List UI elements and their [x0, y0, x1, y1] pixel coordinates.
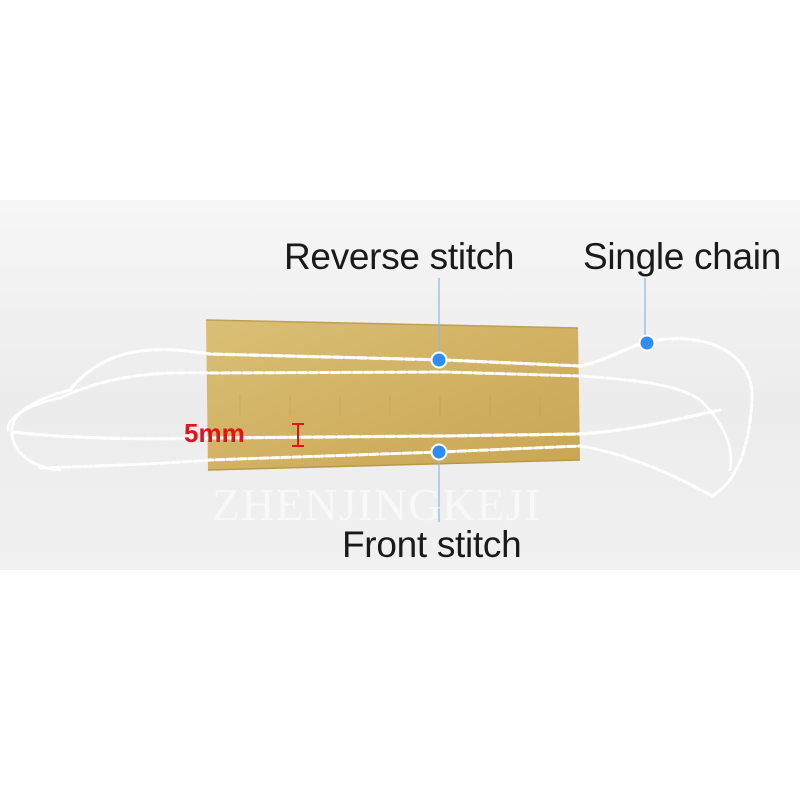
front-stitch-label: Front stitch: [342, 524, 522, 565]
reverse-stitch-label: Reverse stitch: [284, 236, 515, 277]
callout-dot-single-chain: [638, 334, 656, 352]
callout-dot-front-stitch: [430, 443, 448, 461]
stitch-marks: [239, 395, 541, 417]
single-chain-label: Single chain: [583, 236, 781, 277]
callout-dot-reverse-stitch: [430, 351, 448, 369]
thread-lines: [6, 337, 754, 498]
i-beam-icon: [292, 423, 304, 447]
measurement-label: 5mm: [184, 418, 245, 448]
watermark-text: ZHENJINGKEJI: [212, 479, 541, 530]
callout-lines: [438, 278, 646, 522]
